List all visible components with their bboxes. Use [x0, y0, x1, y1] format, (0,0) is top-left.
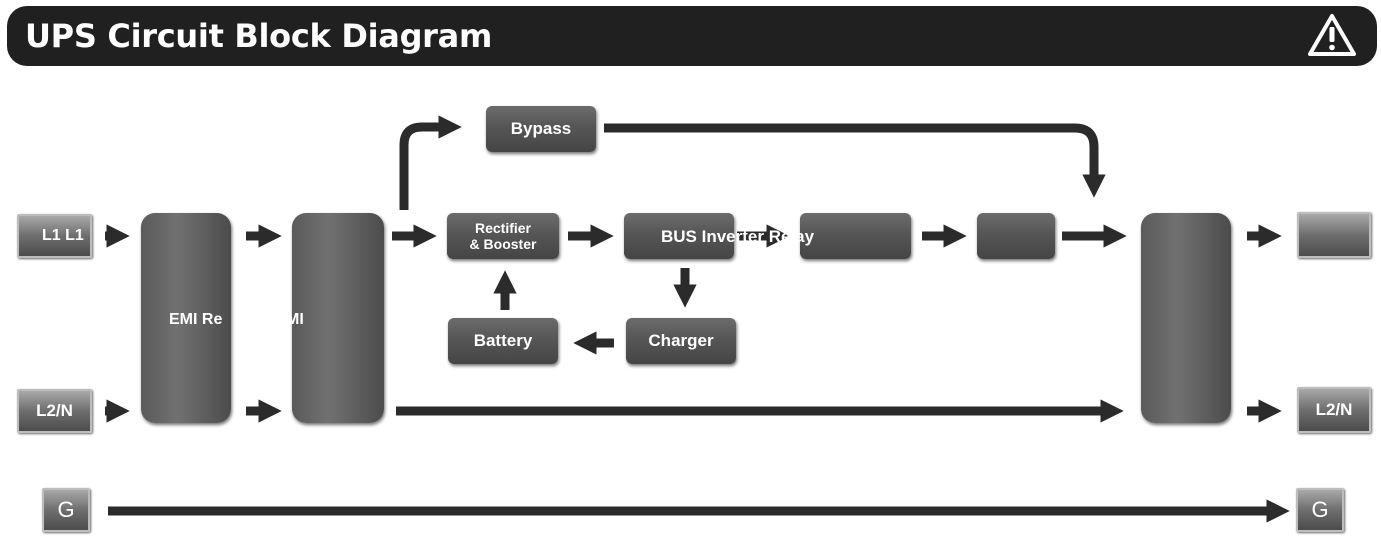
output-relay-block: [977, 213, 1055, 259]
arrow-to-bypass: [399, 115, 462, 210]
rectifier-label-line2: & Booster: [469, 236, 537, 252]
warning-triangle-icon: [1308, 14, 1356, 56]
l1-terminal-label: L1 L1: [42, 227, 84, 244]
terminal-g-in: G: [42, 488, 90, 532]
output-emi-block: [1141, 213, 1231, 423]
terminal-g-out: G: [1296, 488, 1344, 532]
bus-inverter-relay-label: BUS Inverter Relay: [661, 227, 815, 246]
title-bar: UPS Circuit Block Diagram: [7, 6, 1377, 66]
charger-block: Charger: [626, 318, 736, 364]
terminal-l1-out: [1297, 212, 1371, 258]
arrow-bypass-output: [604, 123, 1106, 198]
bypass-block: Bypass: [486, 106, 596, 152]
mi-filter-block: [292, 213, 384, 423]
terminal-l2-in: L2/N: [17, 389, 92, 433]
page-title: UPS Circuit Block Diagram: [25, 17, 493, 55]
rectifier-booster-block: Rectifier & Booster: [447, 213, 559, 259]
mi-overlay-label: MI: [286, 311, 304, 328]
terminal-l1-in: [17, 214, 92, 258]
inverter-relay-block: [800, 213, 911, 259]
terminal-l2-out: L2/N: [1297, 387, 1371, 433]
emi-filter-block: [141, 213, 231, 423]
emi-overlay-label: EMI Re: [169, 311, 223, 328]
bus-block: [624, 213, 734, 259]
rectifier-label-line1: Rectifier: [474, 220, 532, 236]
battery-block: Battery: [448, 318, 558, 364]
